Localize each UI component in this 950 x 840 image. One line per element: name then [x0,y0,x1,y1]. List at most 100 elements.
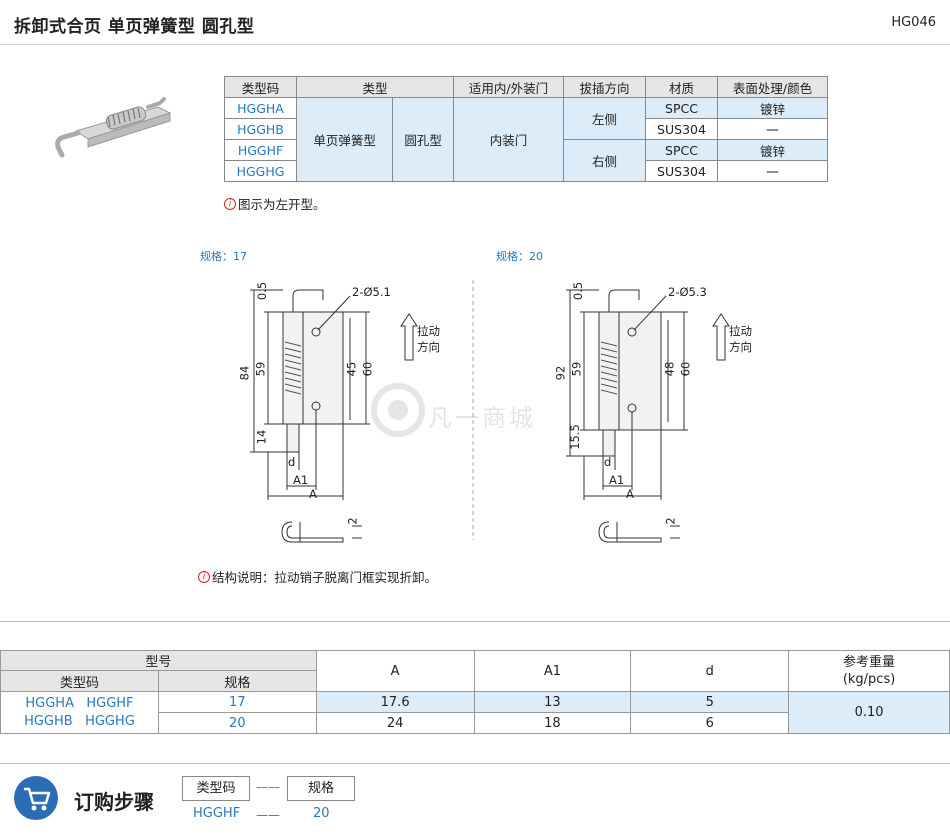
direction-label: 方向 [417,340,440,354]
dim-60: 60 [678,361,693,377]
dim-a: A [309,487,317,501]
door-cell: 内装门 [453,97,564,182]
dim-d: d [604,455,612,469]
dim-0-5: 0.5 [571,281,586,301]
dim-d: d [288,455,296,469]
table-row: HGGHA 单页弹簧型 圆孔型 内装门 左侧 SPCC 镀锌 [224,97,828,182]
dim-60: 60 [360,361,375,377]
technical-drawing [250,280,730,543]
page-title: 拆卸式合页 单页弹簧型 圆孔型 [14,17,255,37]
direction-label: 方向 [729,340,752,354]
title-divider [0,44,950,45]
note-structure: i 结构说明：拉动销子脱离门框实现折卸。 [198,567,437,586]
order-box-spec: 规格 [287,776,355,801]
table-row: 20 24 18 6 [1,712,950,734]
note-left-open: i 图示为左开型。 [224,194,326,213]
header-spec: 规格 [157,670,317,692]
hole-label: 2-Ø5.1 [352,285,391,299]
order-separator: —— [256,808,280,822]
watermark [371,383,425,437]
direction-cell: 右侧 [563,139,646,182]
d-cell: 6 [630,712,790,734]
a1-cell: 13 [473,691,632,713]
codes-line: HGGHA HGGHF [25,695,134,711]
spec-header: 拔插方向 [563,76,646,98]
table-row: HGGHA HGGHF HGGHB HGGHG 17 17.6 13 5 0.1… [0,691,950,734]
header-a1: A1 [473,650,632,692]
codes-line: HGGHB HGGHG [24,713,135,729]
type-code: HGGHA [224,97,297,119]
product-photo [55,97,172,158]
order-value-spec: 20 [313,806,330,821]
dim-0-5: 0.5 [255,281,270,301]
finish-cell: 镀锌 [717,139,828,161]
order-value-code: HGGHF [193,806,241,821]
type-code: HGGHB [224,118,297,140]
finish-cell: 一 [717,160,828,182]
info-icon: i [198,570,210,583]
param-header-row: 类型码 规格 [0,670,950,692]
dim-15-5: 15.5 [567,424,582,450]
order-steps-section [0,763,950,840]
hole-label: 2-Ø5.3 [668,285,707,299]
cart-icon [14,776,58,820]
table-row: HGGHG SUS304 一 [224,160,828,182]
a-cell: 24 [315,712,475,734]
type-cell: 圆孔型 [392,97,454,182]
finish-cell: 一 [717,118,828,140]
material-cell: SPCC [645,97,718,119]
note-text: 结构说明：拉动销子脱离门框实现折卸。 [212,570,438,585]
weight-cell: 0.10 [788,691,950,734]
spec-header: 类型 [296,76,454,98]
header-a: A [315,650,475,692]
dim-59: 59 [569,361,584,377]
material-cell: SUS304 [645,118,718,140]
d-cell: 5 [630,691,790,713]
spec-label-17: 规格：17 [200,250,247,263]
dim-thickness: 2 [345,517,360,525]
dim-thickness: 2 [663,517,678,525]
material-cell: SPCC [645,139,718,161]
header-code: 类型码 [0,670,159,692]
watermark-text: 凡一商城 [428,404,536,432]
order-title: 订购步骤 [74,790,154,814]
spec-cell: 17 [157,691,317,713]
dim-92: 92 [553,365,568,381]
pull-arrow-right-icon [712,313,730,361]
dim-45: 45 [344,361,359,377]
type-code: HGGHF [224,139,297,161]
spec-header: 表面处理/颜色 [717,76,828,98]
param-header-row: 型号 A A1 d 参考重量 (kg/pcs) [0,650,950,692]
spec-label-20: 规格：20 [496,250,543,263]
header-d: d [630,650,790,692]
pull-label: 拉动 [417,324,440,338]
dim-48: 48 [662,361,677,377]
header-model: 型号 [0,650,317,671]
product-code: HG046 [891,15,936,30]
direction-cell: 左侧 [563,97,646,140]
spec-header: 适用内/外装门 [453,76,564,98]
spec-cell: 20 [157,712,317,734]
type-code: HGGHG [224,160,297,182]
param-table: 型号 A A1 d 参考重量 (kg/pcs) 类型码 规格 HGGHA HGG… [0,650,950,734]
codes-cell: HGGHA HGGHF HGGHB HGGHG [0,691,159,734]
material-cell: SUS304 [645,160,718,182]
info-icon: i [224,197,236,210]
dim-14: 14 [254,429,269,445]
weight-unit: (kg/pcs) [842,672,896,687]
order-box-code: 类型码 [182,776,250,801]
weight-label: 参考重量 [843,655,896,670]
dim-84: 84 [237,365,252,381]
spec-header-row: 类型码 类型 适用内/外装门 拔插方向 材质 表面处理/颜色 [224,76,828,98]
spec-header: 类型码 [224,76,297,98]
type-cell: 单页弹簧型 [295,97,394,182]
dim-a: A [626,487,634,501]
note-text: 图示为左开型。 [238,197,326,212]
a1-cell: 18 [473,712,632,734]
pull-label: 拉动 [729,324,752,338]
spec-header: 材质 [645,76,718,98]
dim-a1: A1 [609,473,625,487]
pull-arrow-left-icon [400,313,418,361]
order-separator: —— [256,780,280,794]
header-weight: 参考重量 (kg/pcs) [788,650,950,692]
